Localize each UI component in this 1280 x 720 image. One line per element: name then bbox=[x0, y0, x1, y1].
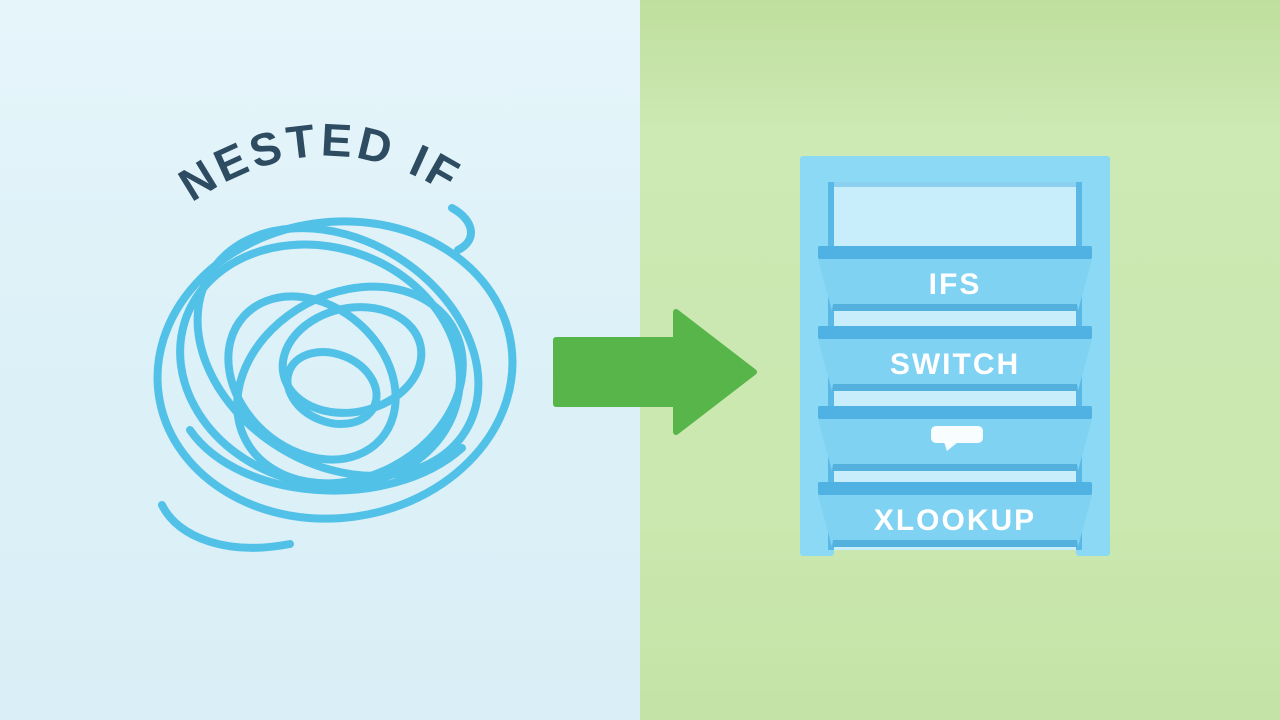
scribble-loop bbox=[283, 348, 381, 428]
tray-rim bbox=[818, 246, 1092, 259]
tray-switch: SWITCH bbox=[818, 326, 1092, 391]
scribble-loop bbox=[153, 217, 517, 523]
tray-ifs: IFS bbox=[818, 246, 1092, 311]
nested-if-title-text: NESTED IF bbox=[170, 113, 467, 211]
tray-bottom-edge bbox=[832, 384, 1078, 391]
tray-front bbox=[818, 339, 1092, 391]
rack-top-inner-edge bbox=[834, 180, 1076, 187]
tray-front bbox=[818, 419, 1092, 471]
tray-front bbox=[818, 495, 1092, 547]
tray-rim bbox=[818, 482, 1092, 495]
tray-xlookup: XLOOKUP bbox=[818, 482, 1092, 547]
tray-label: IFS bbox=[929, 268, 982, 301]
tray-rim bbox=[818, 326, 1092, 339]
left-panel-background bbox=[0, 0, 640, 720]
blank-tag-notch bbox=[944, 442, 958, 451]
scribble-tail-top bbox=[448, 204, 475, 254]
right-arrow-shape bbox=[553, 309, 757, 435]
drawer-rack-icon: IFS SWITCH bbox=[800, 156, 1110, 556]
scribble-loop bbox=[233, 282, 467, 488]
tray-bottom-edge bbox=[832, 540, 1078, 547]
tray-label: XLOOKUP bbox=[874, 504, 1036, 537]
tray-rim bbox=[818, 406, 1092, 419]
scribble-tail-bottom bbox=[158, 501, 294, 552]
nested-if-title: NESTED IF bbox=[170, 113, 471, 211]
scribble-loop bbox=[224, 292, 400, 464]
blank-tag-body bbox=[931, 426, 983, 443]
tangled-line-icon bbox=[153, 204, 517, 552]
blank-tag-icon bbox=[931, 426, 983, 451]
tray-bottom-edge bbox=[832, 304, 1078, 311]
tray-bottom-edge bbox=[832, 464, 1078, 471]
tray-front bbox=[818, 259, 1092, 311]
scribble-loop bbox=[278, 303, 426, 417]
tray-blank bbox=[818, 406, 1092, 471]
rack-top-bar bbox=[800, 156, 1110, 182]
right-arrow-icon bbox=[553, 309, 757, 435]
scribble-stroke bbox=[186, 426, 466, 495]
tray-label: SWITCH bbox=[890, 348, 1020, 381]
